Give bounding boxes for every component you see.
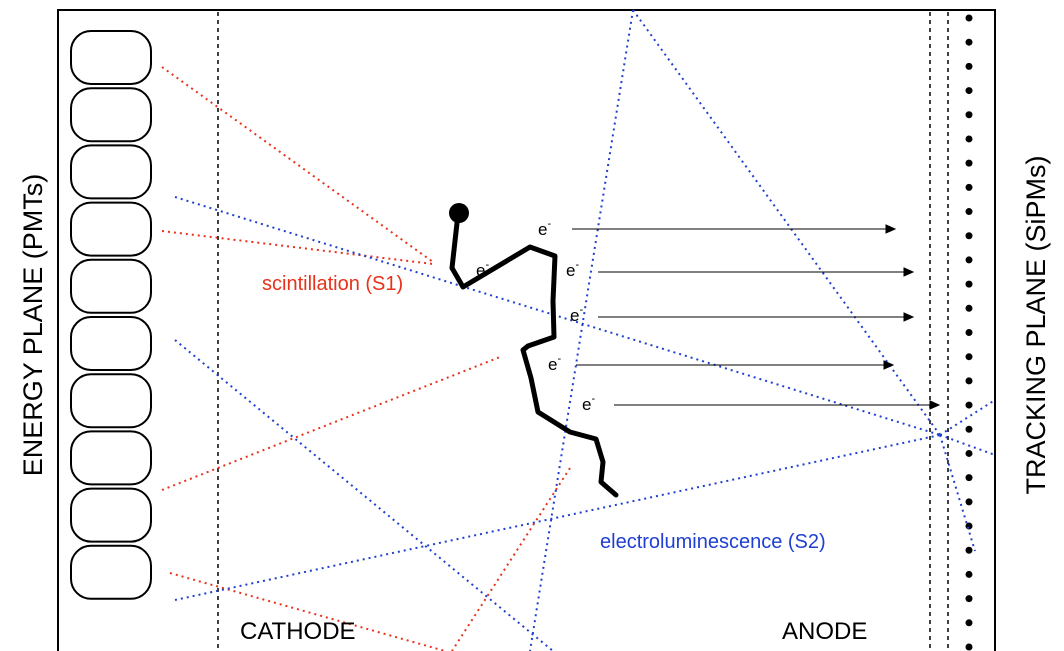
track-start-dot xyxy=(449,203,469,223)
energy-plane-label: ENERGY PLANE (PMTs) xyxy=(18,174,48,477)
s2-ray xyxy=(939,399,996,436)
sipm-dot xyxy=(965,304,973,312)
sipm-dot xyxy=(965,449,973,457)
sipm-array xyxy=(965,14,973,651)
s1-ray xyxy=(161,356,501,491)
sipm-dot xyxy=(965,183,973,191)
electron-label: e- xyxy=(476,259,489,280)
s2-ray xyxy=(174,196,941,436)
sipm-dot xyxy=(965,329,973,336)
sipm-dot xyxy=(965,425,973,433)
sipm-dot xyxy=(965,135,973,143)
electron-label: e- xyxy=(548,353,561,374)
pmt-tube xyxy=(70,201,152,257)
s1-ray xyxy=(451,467,571,651)
sipm-dot xyxy=(965,111,973,119)
sipm-dot xyxy=(965,498,973,506)
electron-label: e- xyxy=(570,304,583,325)
electron-track xyxy=(449,203,619,498)
pmt-tube xyxy=(70,258,152,314)
sipm-dot xyxy=(965,643,973,651)
drift-arrows xyxy=(572,224,941,410)
sipm-dot xyxy=(965,208,973,216)
electroluminescence-rays xyxy=(174,9,996,651)
electron-labels: e- e- e- e- e- e- xyxy=(476,218,595,414)
s2-ray xyxy=(174,434,941,601)
sipm-dot xyxy=(965,256,973,264)
sipm-dot xyxy=(965,570,973,578)
cathode-label: CATHODE xyxy=(240,618,356,645)
s2-ray xyxy=(939,434,996,456)
arrow-head xyxy=(929,400,941,410)
sipm-dot xyxy=(965,353,973,361)
electroluminescence-label: electroluminescence (S2) xyxy=(600,531,826,553)
track-path xyxy=(449,211,619,498)
scintillation-label: scintillation (S1) xyxy=(262,273,403,295)
sipm-dot xyxy=(965,546,973,554)
sipm-dot xyxy=(965,474,973,482)
sipm-dot xyxy=(965,401,973,409)
sipm-dot xyxy=(965,595,973,603)
sipm-dot xyxy=(965,619,973,627)
electron-label: e- xyxy=(582,393,595,414)
s2-ray xyxy=(529,9,634,651)
sipm-dot xyxy=(965,38,973,46)
arrow-head xyxy=(903,267,915,277)
s2-ray xyxy=(939,434,976,552)
anode-label: ANODE xyxy=(782,618,867,645)
electron-label: e- xyxy=(538,218,551,239)
sipm-dot xyxy=(965,159,973,167)
pmt-array xyxy=(70,30,152,600)
arrow-head xyxy=(883,360,895,370)
pmt-tube xyxy=(70,30,152,85)
sipm-dot xyxy=(965,280,973,288)
s1-ray xyxy=(161,66,434,263)
pmt-tube xyxy=(70,544,152,600)
pmt-tube xyxy=(70,144,152,200)
pmt-tube xyxy=(70,430,152,486)
sipm-dot xyxy=(965,377,973,385)
pmt-tube xyxy=(70,373,152,429)
scintillation-rays xyxy=(161,66,571,651)
detector-chamber xyxy=(57,9,996,651)
s2-ray xyxy=(632,9,941,436)
sipm-dot xyxy=(965,14,973,22)
pmt-tube xyxy=(70,487,152,543)
s1-ray xyxy=(161,230,434,265)
sipm-dot xyxy=(965,232,973,240)
pmt-tube xyxy=(70,316,152,371)
sipm-dot xyxy=(965,62,973,70)
pmt-tube xyxy=(70,87,152,143)
arrow-head xyxy=(885,224,897,234)
tracking-plane-label: TRACKING PLANE (SiPMs) xyxy=(1021,155,1051,494)
arrow-head xyxy=(903,312,915,322)
sipm-dot xyxy=(965,87,973,95)
s2-ray xyxy=(174,339,554,651)
electron-label: e- xyxy=(566,259,579,280)
